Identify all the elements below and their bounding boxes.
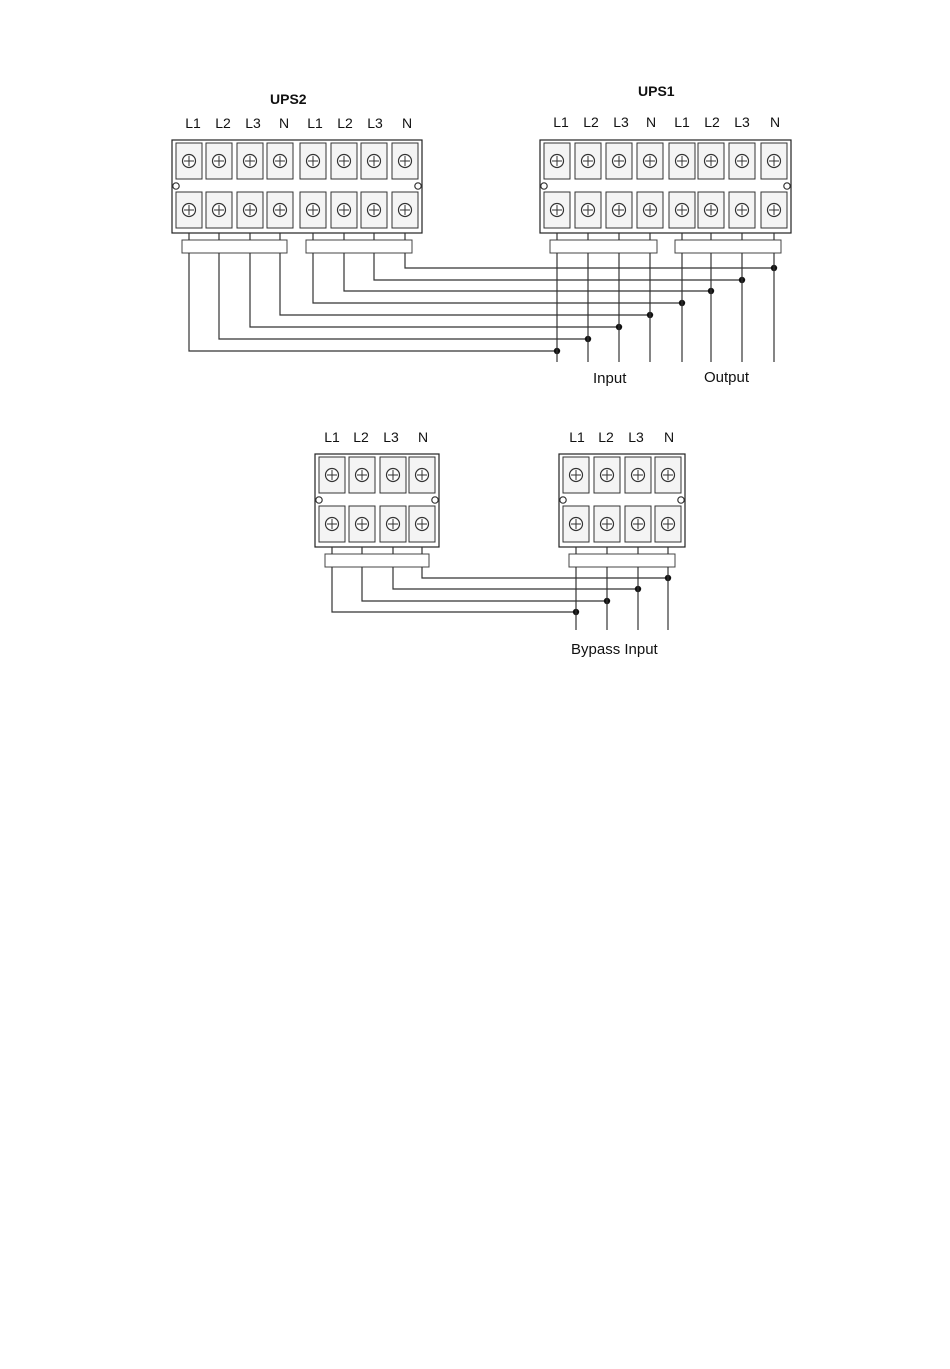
terminal-label: N: [646, 114, 656, 130]
terminal-label: L1: [674, 114, 690, 130]
mount-hole-icon: [784, 183, 790, 189]
cable-clamp: [325, 554, 429, 567]
ups2-input-wire: [250, 253, 619, 327]
terminal-label: L2: [337, 115, 353, 131]
ups2-input-wire: [280, 253, 650, 315]
mount-hole-icon: [173, 183, 179, 189]
terminal-label: L2: [215, 115, 231, 131]
terminal-label: N: [664, 429, 674, 445]
terminal-label: L3: [383, 429, 399, 445]
terminal-label: N: [402, 115, 412, 131]
ups2-title: UPS2: [270, 91, 307, 107]
ups1-title: UPS1: [638, 83, 675, 99]
mount-hole-icon: [678, 497, 684, 503]
terminal-label: L3: [245, 115, 261, 131]
terminal-label: L2: [353, 429, 369, 445]
cable-clamp: [569, 554, 675, 567]
ups2-output-wire: [405, 253, 774, 268]
ups2-input-wire: [219, 253, 588, 339]
mount-hole-icon: [415, 183, 421, 189]
mount-hole-icon: [541, 183, 547, 189]
terminal-label: L2: [704, 114, 720, 130]
ups1-terminal-block: [540, 140, 791, 253]
input-label: Input: [593, 370, 627, 387]
bypass-right-terminal-block: [559, 454, 685, 567]
bypass-wire: [362, 567, 607, 601]
ups2-terminal-block: [172, 140, 422, 253]
bypass-wire: [422, 567, 668, 578]
terminal-label: L1: [553, 114, 569, 130]
wiring: [189, 253, 777, 630]
terminal-blocks: [172, 140, 791, 567]
cable-clamp: [550, 240, 657, 253]
ups1-terminal-labels: L1 L2 L3 N L1 L2 L3 N: [553, 114, 780, 130]
terminal-label: N: [418, 429, 428, 445]
terminal-label: N: [770, 114, 780, 130]
bypass-left-terminal-labels: L1 L2 L3 N: [324, 429, 428, 445]
ups2-output-wire: [344, 253, 711, 291]
output-label: Output: [704, 369, 750, 386]
bypass-left-terminal-block: [315, 454, 439, 567]
terminal-label: L2: [583, 114, 599, 130]
terminal-label: L1: [569, 429, 585, 445]
ups2-terminal-labels: L1 L2 L3 N L1 L2 L3 N: [185, 115, 412, 131]
terminal-label: L3: [613, 114, 629, 130]
terminal-label: N: [279, 115, 289, 131]
terminal-label: L1: [307, 115, 323, 131]
mount-hole-icon: [560, 497, 566, 503]
terminal-label: L3: [628, 429, 644, 445]
terminal-label: L1: [185, 115, 201, 131]
mount-hole-icon: [432, 497, 438, 503]
bypass-input-label: Bypass Input: [571, 641, 659, 658]
ups2-output-wire: [313, 253, 682, 303]
terminal-label: L3: [734, 114, 750, 130]
cable-clamp: [675, 240, 781, 253]
ups2-output-wire: [374, 253, 742, 280]
cable-clamp: [306, 240, 412, 253]
terminal-label: L2: [598, 429, 614, 445]
terminal-label: L1: [324, 429, 340, 445]
mount-hole-icon: [316, 497, 322, 503]
cable-clamp: [182, 240, 287, 253]
bypass-right-terminal-labels: L1 L2 L3 N: [569, 429, 674, 445]
terminal-label: L3: [367, 115, 383, 131]
